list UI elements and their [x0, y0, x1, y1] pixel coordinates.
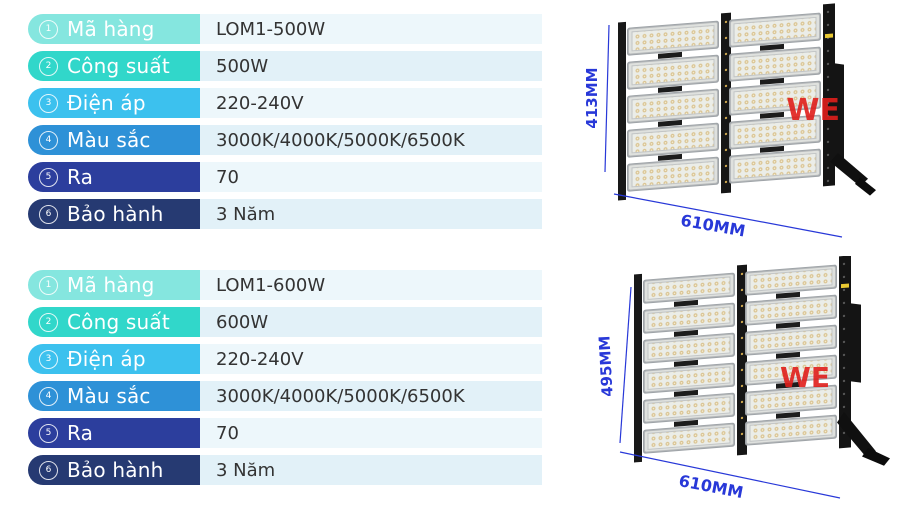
spec-label: Bảo hành: [67, 202, 164, 226]
spec-pill: 2 Công suất: [28, 51, 200, 81]
spec-row: 1 Mã hàng LOM1-600W: [28, 270, 542, 300]
spec-pill: 2 Công suất: [28, 307, 200, 337]
row-number-badge: 5: [39, 167, 58, 187]
spec-pill: 1 Mã hàng: [28, 14, 200, 44]
row-number-badge: 1: [39, 275, 58, 295]
spec-row: 2 Công suất 500W: [28, 51, 542, 81]
spec-pill: 1 Mã hàng: [28, 270, 200, 300]
brand-watermark: WE: [786, 93, 840, 128]
spec-pill: 5 Ra: [28, 162, 200, 192]
spec-value: 3000K/4000K/5000K/6500K: [200, 381, 542, 411]
spec-value: 600W: [200, 307, 542, 337]
row-number-badge: 6: [39, 204, 58, 224]
spec-row: 3 Điện áp 220-240V: [28, 88, 542, 118]
spec-label: Ra: [67, 421, 94, 445]
row-number-badge: 3: [39, 349, 58, 369]
spec-row: 3 Điện áp 220-240V: [28, 344, 542, 374]
spec-row: 1 Mã hàng LOM1-500W: [28, 14, 542, 44]
spec-pill: 3 Điện áp: [28, 344, 200, 374]
spec-value: 3 Năm: [200, 199, 542, 229]
spec-pill: 4 Màu sắc: [28, 381, 200, 411]
row-number-badge: 3: [39, 93, 58, 113]
row-number-badge: 5: [39, 423, 58, 443]
row-number-badge: 6: [39, 460, 58, 480]
height-dimension-label: 495MM: [595, 335, 616, 397]
floodlight-body: [618, 3, 876, 201]
spec-table-600w: 1 Mã hàng LOM1-600W 2 Công suất 600W 3 Đ…: [28, 270, 542, 492]
brand-watermark: WE: [780, 361, 830, 394]
spec-pill: 5 Ra: [28, 418, 200, 448]
spec-value: 220-240V: [200, 88, 542, 118]
height-dimension-line: [619, 286, 632, 444]
row-number-badge: 2: [39, 56, 58, 76]
spec-row: 6 Bảo hành 3 Năm: [28, 455, 542, 485]
spec-value: 220-240V: [200, 344, 542, 374]
spec-label: Mã hàng: [67, 273, 155, 297]
spec-row: 5 Ra 70: [28, 162, 542, 192]
module-clips: [674, 291, 800, 427]
spec-pill: 6 Bảo hành: [28, 455, 200, 485]
spec-value: LOM1-600W: [200, 270, 542, 300]
spec-label: Bảo hành: [67, 458, 164, 482]
spec-label: Màu sắc: [67, 384, 151, 408]
spec-pill: 6 Bảo hành: [28, 199, 200, 229]
spec-table-500w: 1 Mã hàng LOM1-500W 2 Công suất 500W 3 Đ…: [28, 14, 542, 236]
mounting-bracket: [830, 63, 876, 196]
spec-value: 70: [200, 162, 542, 192]
spec-label: Ra: [67, 165, 94, 189]
mounting-bracket: [837, 303, 890, 466]
spec-row: 4 Màu sắc 3000K/4000K/5000K/6500K: [28, 125, 542, 155]
width-dimension-line: [619, 451, 841, 499]
row-number-badge: 4: [39, 386, 58, 406]
spec-pill: 4 Màu sắc: [28, 125, 200, 155]
spec-row: 4 Màu sắc 3000K/4000K/5000K/6500K: [28, 381, 542, 411]
spec-pill: 3 Điện áp: [28, 88, 200, 118]
spec-label: Điện áp: [67, 347, 146, 371]
width-dimension-line: [613, 193, 843, 238]
spec-value: LOM1-500W: [200, 14, 542, 44]
spec-label: Mã hàng: [67, 17, 155, 41]
height-dimension-line: [604, 24, 610, 173]
row-number-badge: 1: [39, 19, 58, 39]
spec-value: 500W: [200, 51, 542, 81]
spec-label: Công suất: [67, 310, 170, 334]
floodlight-500w-photo: 413MM: [583, 3, 876, 241]
spec-label: Công suất: [67, 54, 170, 78]
row-number-badge: 2: [39, 312, 58, 332]
floodlight-body: [634, 256, 890, 466]
width-dimension-label: 610MM: [679, 211, 747, 241]
spec-value: 3 Năm: [200, 455, 542, 485]
spec-value: 70: [200, 418, 542, 448]
row-number-badge: 4: [39, 130, 58, 150]
spec-value: 3000K/4000K/5000K/6500K: [200, 125, 542, 155]
module-clips: [658, 43, 784, 161]
spec-row: 2 Công suất 600W: [28, 307, 542, 337]
spec-label: Màu sắc: [67, 128, 151, 152]
height-dimension-label: 413MM: [583, 67, 601, 128]
spec-row: 5 Ra 70: [28, 418, 542, 448]
spec-label: Điện áp: [67, 91, 146, 115]
floodlight-600w-photo: 495MM: [595, 256, 890, 502]
spec-row: 6 Bảo hành 3 Năm: [28, 199, 542, 229]
